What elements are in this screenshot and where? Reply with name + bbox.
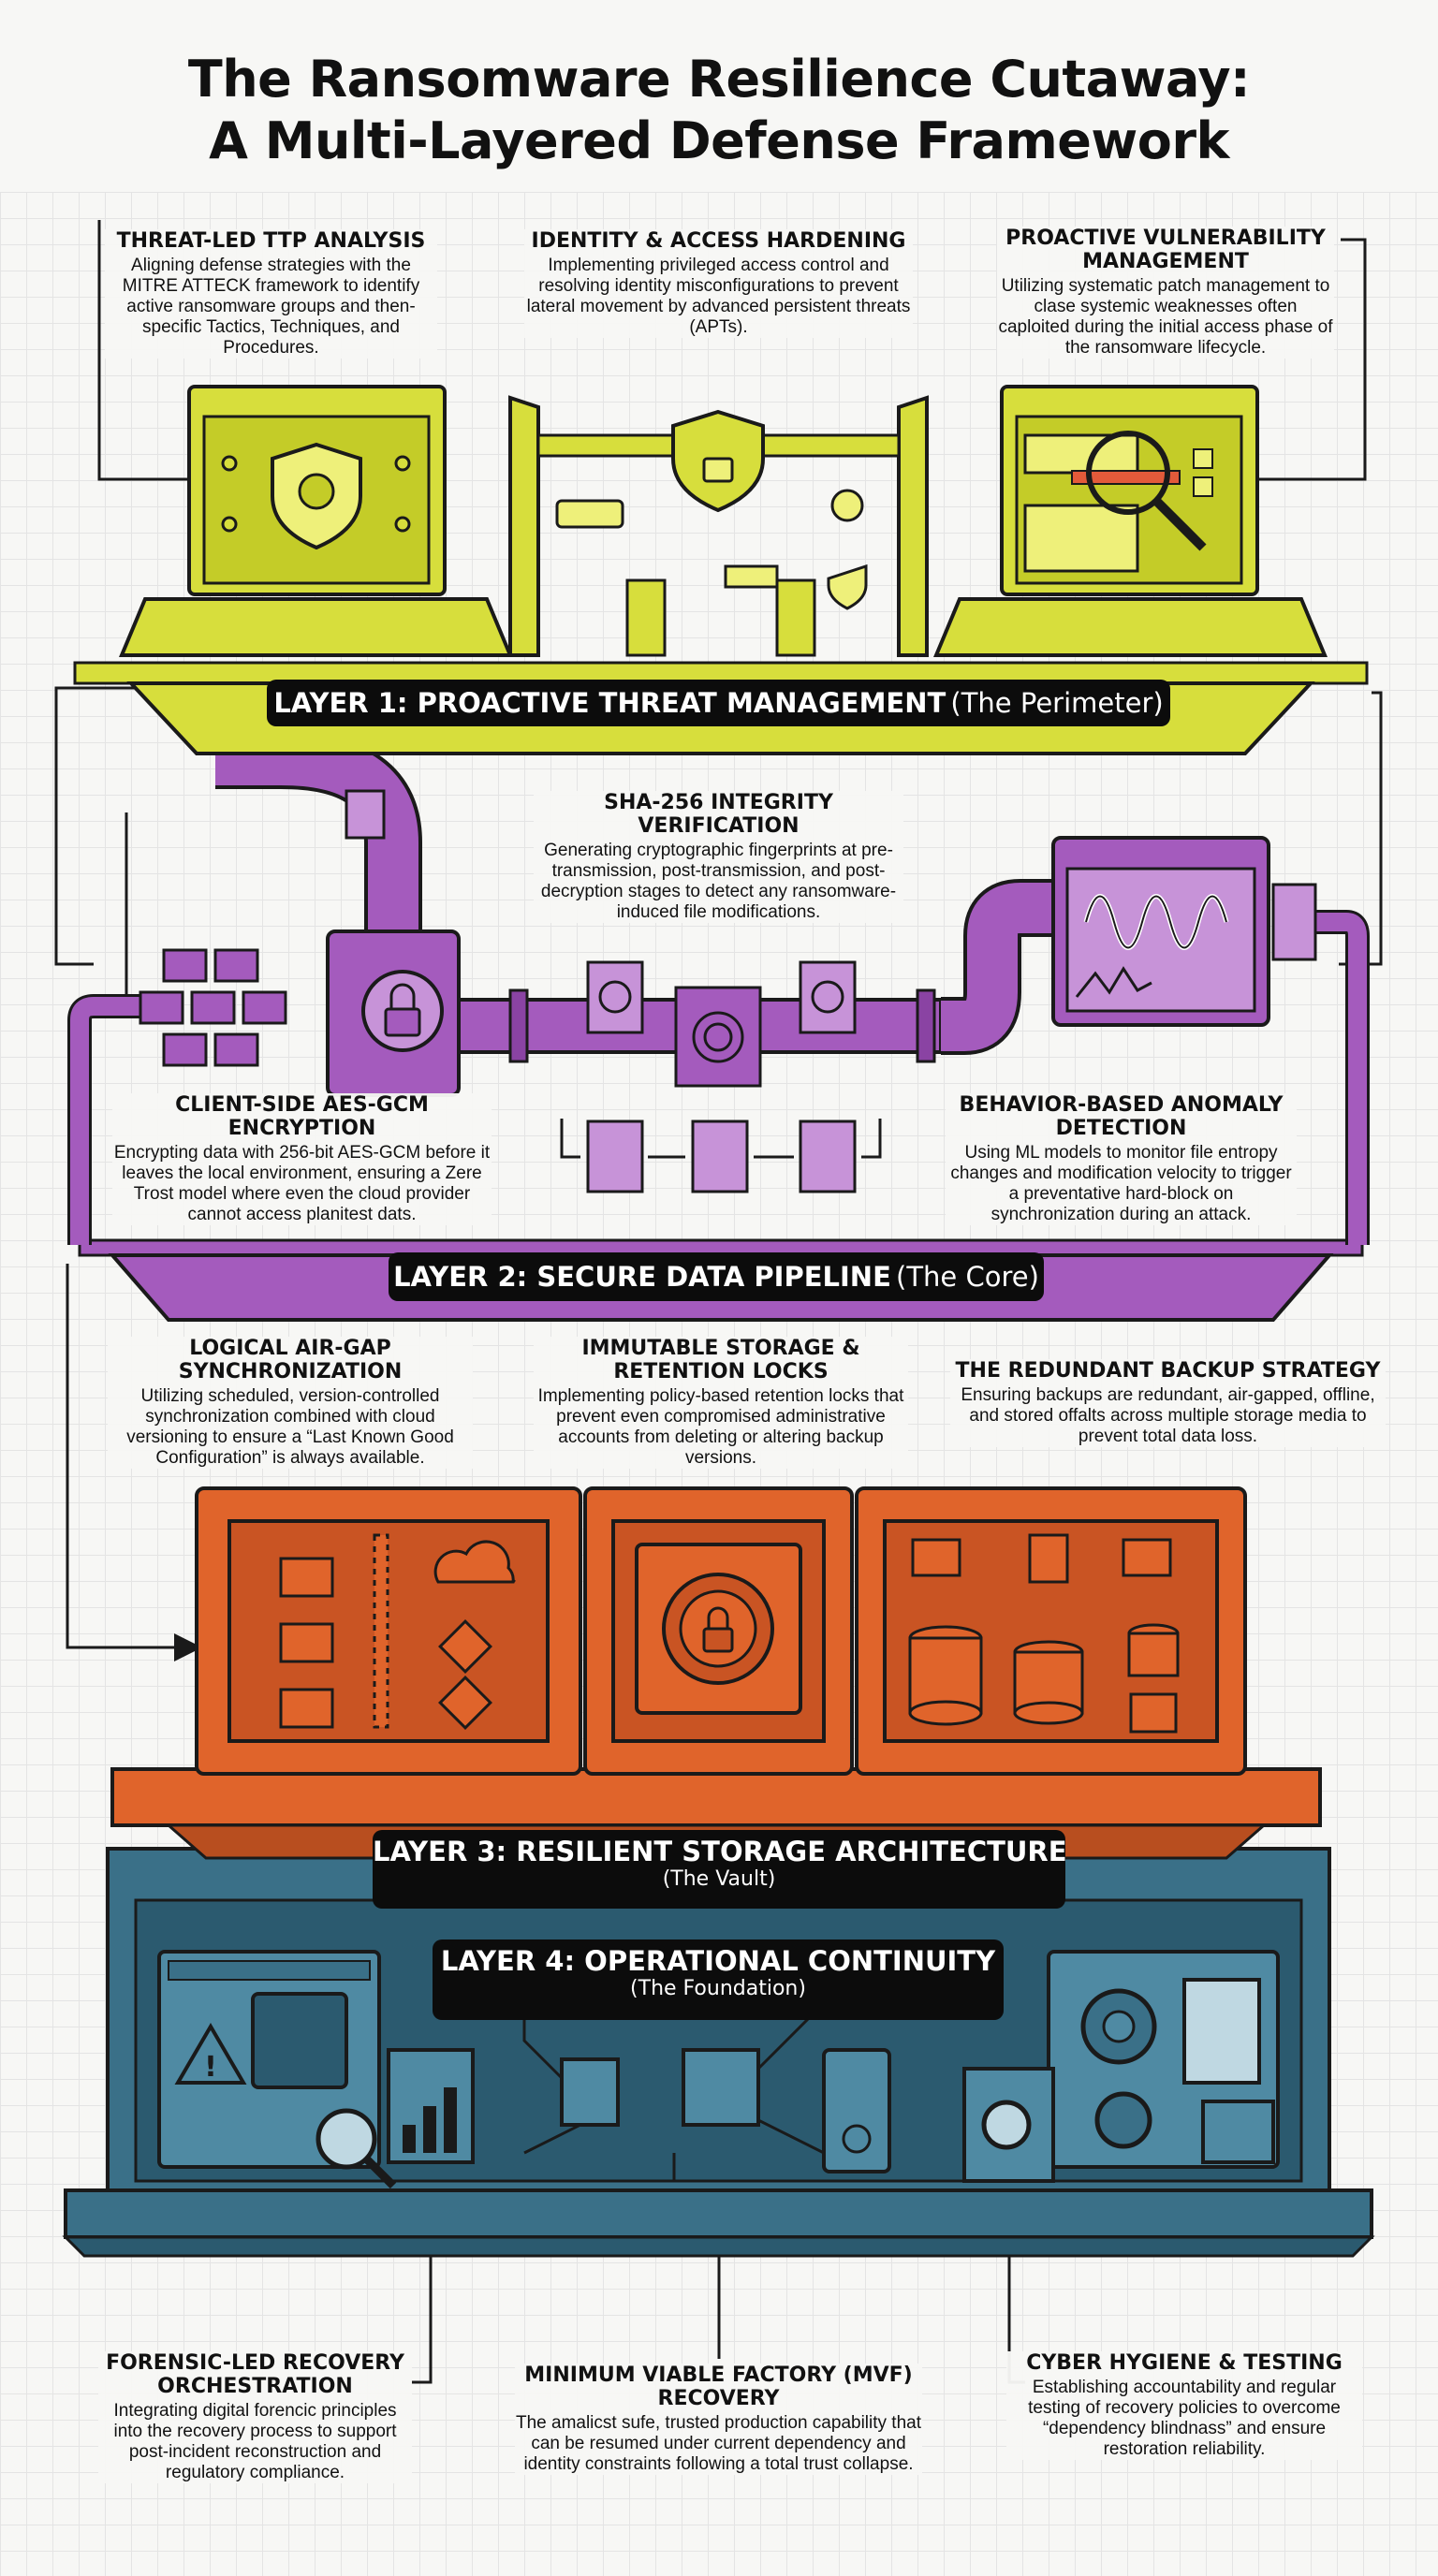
callout-immutable-title: IMMUTABLE STORAGE & RETENTION LOCKS	[581, 1337, 860, 1383]
callout-vuln-body: Utilizing systematic patch management to…	[998, 276, 1333, 358]
callout-redundant-backup: THE REDUNDANT BACKUP STRATEGY Ensuring b…	[950, 1359, 1386, 1447]
callout-mvf-recovery: MINIMUM VIABLE FACTORY (MVF) RECOVERY Th…	[515, 2364, 922, 2475]
layer1-perimeter	[73, 385, 1369, 755]
layer4-banner: LAYER 4: OPERATIONAL CONTINUITY (The Fou…	[433, 1939, 1004, 2020]
callout-backup-title: THE REDUNDANT BACKUP STRATEGY	[955, 1359, 1381, 1383]
callout-cyber-hygiene: CYBER HYGIENE & TESTING Establishing acc…	[1006, 2351, 1362, 2460]
immutable-vault-safe-icon	[635, 1543, 802, 1715]
anomaly-detection-monitor-icon	[1051, 836, 1317, 1027]
callout-backup-body: Ensuring backups are redundant, air-gapp…	[961, 1385, 1375, 1446]
callout-hygiene-body: Establishing accountability and regular …	[1028, 2378, 1341, 2459]
callout-anomaly-title: BEHAVIOR-BASED ANOMALY DETECTION	[959, 1093, 1284, 1140]
callout-sha-body: Generating cryptographic fingerprints at…	[540, 841, 897, 922]
airgap-sync-folders-icon	[279, 1533, 516, 1730]
callout-anomaly-body: Using ML models to monitor file entropy …	[950, 1143, 1292, 1224]
title-line-2: A Multi-Layered Defense Framework	[209, 111, 1229, 170]
layer4-foundation: !	[62, 1847, 1375, 2258]
layer1-banner: LAYER 1: PROACTIVE THREAT MANAGEMENT (Th…	[267, 680, 1170, 726]
callout-vuln-title: PROACTIVE VULNERABILITY MANAGEMENT	[1005, 227, 1326, 273]
callout-ttp-body: Aligning defense strategies with the MIT…	[122, 256, 420, 358]
vulnerability-scan-laptop-icon	[933, 385, 1328, 657]
callout-mvf-title: MINIMUM VIABLE FACTORY (MVF) RECOVERY	[524, 2364, 913, 2410]
callout-ttp-analysis: THREAT-LED TTP ANALYSIS Aligning defense…	[105, 229, 437, 359]
forensic-monitor-icon: !	[157, 1950, 475, 2189]
layer3-title: LAYER 3: RESILIENT STORAGE ARCHITECTURE	[373, 1836, 1067, 1867]
callout-sha-title: SHA-256 INTEGRITY VERIFICATION	[604, 791, 833, 838]
testing-gears-icon	[962, 1950, 1280, 2183]
layer4-subtitle: (The Foundation)	[630, 1977, 806, 2000]
callout-immutable-storage: IMMUTABLE STORAGE & RETENTION LOCKS Impl…	[534, 1337, 908, 1469]
pipeline-documents-icon	[560, 1119, 882, 1193]
callout-forensic-title: FORENSIC-LED RECOVERY ORCHESTRATION	[106, 2351, 404, 2398]
layer2-subtitle: (The Core)	[896, 1261, 1039, 1293]
layer4-title: LAYER 4: OPERATIONAL CONTINUITY	[440, 1945, 996, 1977]
layer2-title: LAYER 2: SECURE DATA PIPELINE	[393, 1261, 891, 1293]
callout-vulnerability-management: PROACTIVE VULNERABILITY MANAGEMENT Utili…	[997, 227, 1334, 359]
layer3-banner: LAYER 3: RESILIENT STORAGE ARCHITECTURE …	[373, 1830, 1067, 1909]
callout-mvf-body: The amalicst sufe, trusted production ca…	[515, 2413, 921, 2474]
svg-text:!: !	[204, 2051, 217, 2084]
identity-access-gate-icon	[508, 395, 929, 657]
threat-analysis-laptop-icon	[119, 385, 513, 657]
layer1-title: LAYER 1: PROACTIVE THREAT MANAGEMENT	[273, 687, 946, 719]
callout-sha256-verification: SHA-256 INTEGRITY VERIFICATION Generatin…	[534, 791, 903, 923]
callout-airgap-sync: LOGICAL AIR-GAP SYNCHRONIZATION Utilizin…	[108, 1337, 473, 1469]
layer3-subtitle: (The Vault)	[662, 1867, 776, 1891]
callout-airgap-title: LOGICAL AIR-GAP SYNCHRONIZATION	[178, 1337, 403, 1383]
callout-forensic-recovery: FORENSIC-LED RECOVERY ORCHESTRATION Inte…	[98, 2351, 412, 2483]
callout-aes-encryption: CLIENT-SIDE AES-GCM ENCRYPTION Encryptin…	[112, 1093, 492, 1225]
redundant-backup-database-icon	[908, 1533, 1180, 1734]
callout-aes-body: Encrypting data with 256-bit AES-GCM bef…	[113, 1143, 491, 1224]
callout-identity-access: IDENTITY & ACCESS HARDENING Implementing…	[524, 229, 913, 338]
callout-forensic-body: Integrating digital forencic principles …	[113, 2401, 397, 2482]
encryption-lock-box-icon	[326, 789, 461, 1097]
layer2-banner: LAYER 2: SECURE DATA PIPELINE (The Core)	[389, 1252, 1044, 1301]
layer1-subtitle: (The Perimeter)	[950, 687, 1164, 719]
callout-aes-title: CLIENT-SIDE AES-GCM ENCRYPTION	[175, 1093, 429, 1140]
callout-hygiene-title: CYBER HYGIENE & TESTING	[1026, 2351, 1343, 2375]
callout-anomaly-detection: BEHAVIOR-BASED ANOMALY DETECTION Using M…	[946, 1093, 1297, 1225]
callout-immutable-body: Implementing policy-based retention lock…	[537, 1386, 904, 1468]
circuit-chip-icon	[522, 2001, 891, 2181]
callout-airgap-body: Utilizing scheduled, version-controlled …	[126, 1386, 454, 1468]
page-title: The Ransomware Resilience Cutaway: A Mul…	[0, 49, 1438, 172]
title-line-1: The Ransomware Resilience Cutaway:	[187, 50, 1251, 109]
layer3-vault	[110, 1486, 1322, 1860]
hash-fingerprint-documents-icon	[586, 960, 857, 1088]
callout-ttp-title: THREAT-LED TTP ANALYSIS	[116, 229, 426, 253]
local-files-folder-icon	[139, 948, 287, 1067]
callout-iam-title: IDENTITY & ACCESS HARDENING	[531, 229, 906, 253]
callout-iam-body: Implementing privileged access control a…	[526, 256, 911, 337]
